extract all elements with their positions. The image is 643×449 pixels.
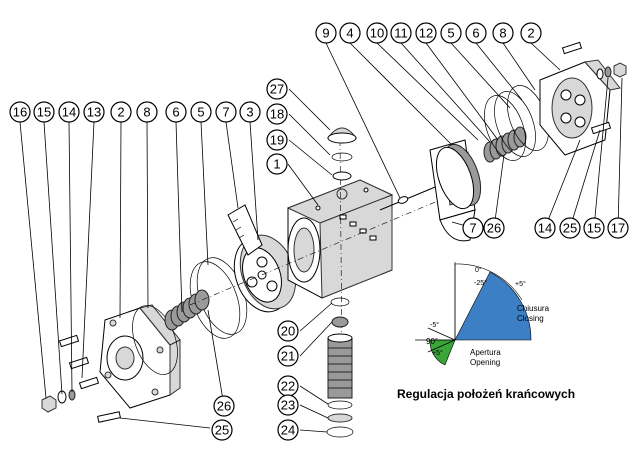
right-assembly [379, 41, 627, 242]
svg-text:8: 8 [143, 105, 150, 120]
svg-text:90°: 90° [426, 337, 438, 346]
callout-16: 16 [9, 101, 31, 123]
callout-26-right: 26 [483, 217, 505, 239]
svg-text:Closing: Closing [517, 314, 544, 323]
callout-7-right: 7 [462, 217, 484, 239]
closing-sector [454, 271, 532, 341]
callout-19: 19 [266, 129, 288, 151]
svg-text:24: 24 [281, 423, 295, 438]
svg-text:13: 13 [87, 105, 101, 120]
left-end-cap [41, 304, 181, 423]
svg-text:Opening: Opening [470, 358, 500, 367]
callout-22: 22 [277, 375, 299, 397]
callout-1: 1 [266, 153, 288, 175]
svg-text:10: 10 [370, 26, 384, 41]
svg-text:25: 25 [215, 423, 229, 438]
svg-text:15: 15 [587, 221, 601, 236]
svg-text:2: 2 [117, 105, 124, 120]
callout-5-right: 5 [440, 22, 462, 44]
svg-text:19: 19 [270, 133, 284, 148]
callout-4: 4 [339, 22, 361, 44]
svg-text:7: 7 [222, 105, 229, 120]
callout-9: 9 [315, 22, 337, 44]
callout-15: 15 [33, 101, 55, 123]
svg-text:-5°: -5° [430, 321, 439, 329]
svg-text:14: 14 [538, 221, 552, 236]
svg-text:11: 11 [394, 26, 408, 41]
svg-text:18: 18 [270, 107, 284, 122]
svg-text:3: 3 [246, 105, 253, 120]
svg-text:14: 14 [62, 105, 76, 120]
svg-text:6: 6 [172, 105, 179, 120]
callout-20: 20 [277, 320, 299, 342]
svg-text:7: 7 [469, 221, 476, 236]
svg-text:17: 17 [611, 221, 625, 236]
caption: Regulacja położeń krańcowych [397, 387, 575, 401]
left-piston [227, 204, 297, 313]
svg-text:25: 25 [563, 221, 577, 236]
svg-text:1: 1 [273, 157, 280, 172]
callout-25-right: 25 [559, 217, 581, 239]
callout-23: 23 [277, 394, 299, 416]
svg-text:12: 12 [419, 26, 433, 41]
callout-21: 21 [277, 345, 299, 367]
svg-text:20: 20 [281, 324, 295, 339]
svg-text:+5°: +5° [432, 349, 443, 357]
callout-6-right: 6 [465, 22, 487, 44]
left-spring-pack [164, 257, 248, 339]
svg-text:6: 6 [472, 26, 479, 41]
callout-10: 10 [366, 22, 388, 44]
callout-14: 14 [58, 101, 80, 123]
callout-2-left: 2 [110, 101, 132, 123]
callout-8-left: 8 [136, 101, 158, 123]
callout-25-left: 25 [211, 419, 233, 441]
callout-8-right: 8 [492, 22, 514, 44]
svg-text:Chiusura: Chiusura [517, 304, 550, 313]
callout-14-right: 14 [534, 217, 556, 239]
callout-13: 13 [83, 101, 105, 123]
svg-text:+5°: +5° [515, 280, 526, 288]
callout-27: 27 [266, 78, 288, 100]
pinion-shaft [326, 297, 354, 438]
svg-text:9: 9 [322, 26, 329, 41]
callout-15-right: 15 [583, 217, 605, 239]
svg-text:21: 21 [281, 349, 295, 364]
svg-text:26: 26 [487, 221, 501, 236]
svg-text:8: 8 [499, 26, 506, 41]
callout-7-left: 7 [215, 101, 237, 123]
callout-5-left: 5 [190, 101, 212, 123]
svg-text:15: 15 [37, 105, 51, 120]
callout-18: 18 [266, 103, 288, 125]
svg-text:-25°: -25° [474, 279, 487, 287]
svg-text:Apertura: Apertura [470, 348, 501, 357]
callout-6-left: 6 [165, 101, 187, 123]
svg-text:4: 4 [346, 26, 353, 41]
top-indicator [327, 127, 357, 181]
end-position-gauge: 0° -25° +5° Chiusura Closing -5° 90° +5°… [415, 262, 550, 367]
callout-24: 24 [277, 419, 299, 441]
svg-text:23: 23 [281, 398, 295, 413]
callout-12: 12 [415, 22, 437, 44]
svg-text:5: 5 [197, 105, 204, 120]
actuator-body [189, 139, 441, 361]
svg-text:5: 5 [447, 26, 454, 41]
callout-17: 17 [607, 217, 629, 239]
svg-text:26: 26 [217, 399, 231, 414]
svg-text:0°: 0° [475, 266, 482, 274]
leader-lines [19, 42, 623, 433]
svg-text:27: 27 [270, 82, 284, 97]
callout-2-right: 2 [520, 22, 542, 44]
callout-circles: 16 15 14 13 2 8 6 5 7 3 27 18 19 1 20 21… [9, 22, 629, 441]
callout-11: 11 [390, 22, 412, 44]
svg-text:22: 22 [281, 379, 295, 394]
svg-text:2: 2 [527, 26, 534, 41]
svg-text:16: 16 [13, 105, 27, 120]
callout-26-left: 26 [213, 395, 235, 417]
callout-3: 3 [239, 101, 261, 123]
